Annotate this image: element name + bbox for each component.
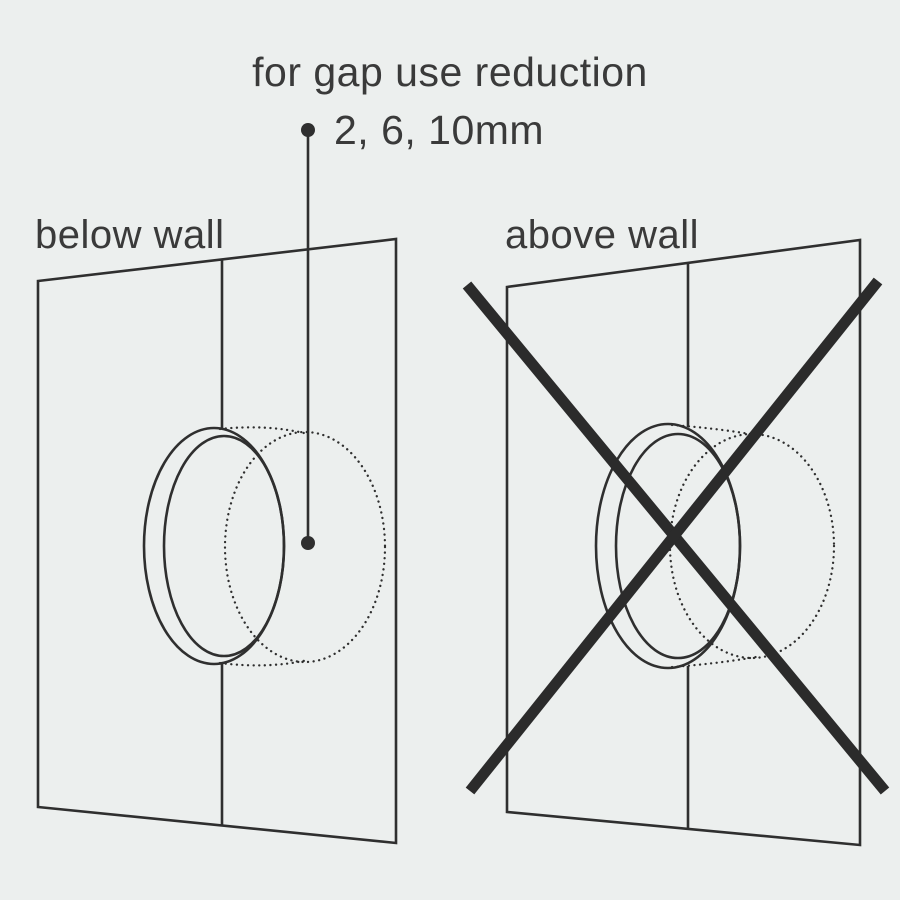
gap-note-line2: 2, 6, 10mm <box>334 107 544 153</box>
dotted-connector-top-left <box>218 426 310 436</box>
cross-stroke-2 <box>465 277 883 795</box>
leader-start-dot-icon <box>301 123 315 137</box>
below-wall-label: below wall <box>35 213 225 257</box>
socket-front-ellipse-right <box>614 432 742 660</box>
leader-end-dot-icon <box>301 536 315 550</box>
above-wall-label: above wall <box>505 213 699 257</box>
gap-note-line1: for gap use reduction <box>252 49 648 95</box>
socket-front-ellipse-left <box>162 434 286 658</box>
recessed-socket-dotted-ellipse-left <box>223 430 387 664</box>
wall-panel-outline-right <box>505 238 862 847</box>
wall-panel-outline-left <box>36 237 398 845</box>
below-wall-diagram: below wall <box>35 213 398 845</box>
above-wall-diagram: above wall <box>462 213 890 847</box>
prohibition-cross-icon <box>462 277 890 795</box>
